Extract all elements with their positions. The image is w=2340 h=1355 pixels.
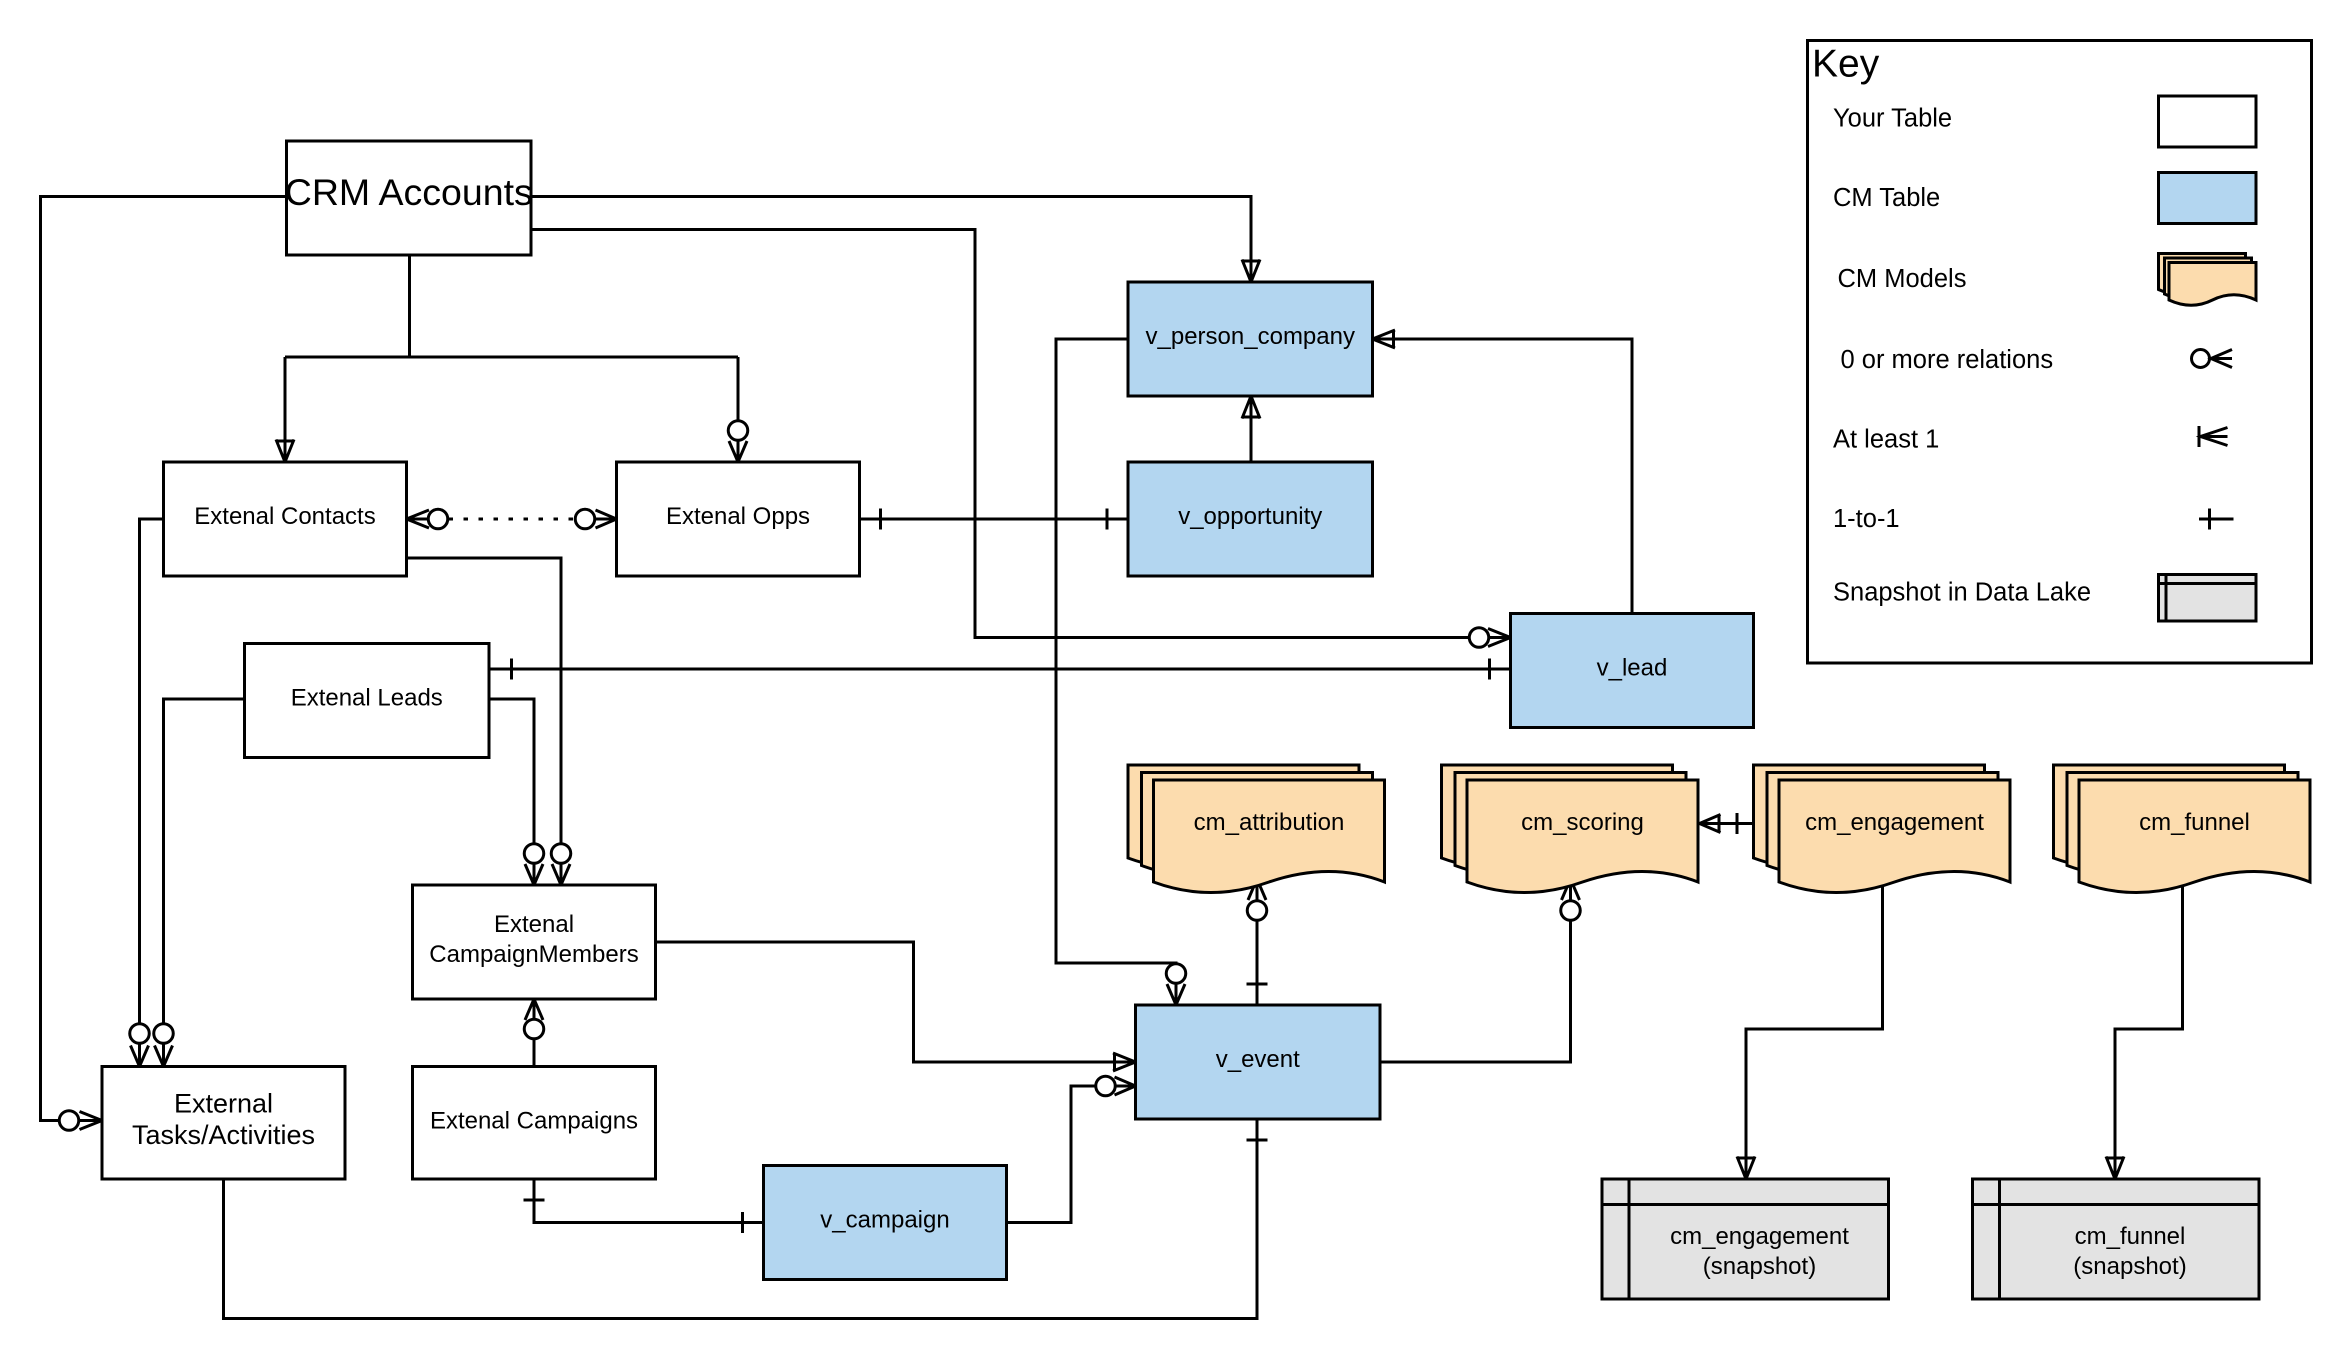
- zero-or-more-marker: [573, 507, 597, 531]
- zero-or-more-marker: [1094, 1074, 1117, 1098]
- cm-table-swatch: [2157, 171, 2258, 225]
- node-label: v_person_company: [1146, 323, 1355, 350]
- node-label: Extenal Contacts: [194, 503, 375, 530]
- zero-or-more-marker: [1559, 899, 1582, 922]
- zero-or-more-icon: [2190, 348, 2233, 369]
- edge-leads-campaign-members: [489, 697, 536, 885]
- node-extenal-campaign-members[interactable]: Extenal CampaignMembers: [411, 883, 657, 1001]
- snapshot-swatch: [2157, 573, 2258, 623]
- legend-item-label: At least 1: [1833, 426, 1939, 454]
- node-label-line2: (snapshot): [1703, 1253, 1816, 1280]
- one-to-one-icon: [2199, 508, 2234, 530]
- zero-or-more-marker: [1245, 899, 1269, 922]
- node-label: cm_scoring: [1521, 809, 1644, 836]
- node-label-line2: (snapshot): [2073, 1253, 2186, 1280]
- node-label: CRM Accounts: [285, 171, 533, 213]
- node-cm-funnel-snapshot[interactable]: cm_funnel (snapshot): [1971, 1177, 2261, 1301]
- zero-or-more-marker: [726, 419, 750, 442]
- edge-cm-funnel-snapshot: [2113, 882, 2184, 1179]
- one-to-one-marker: [510, 658, 1491, 680]
- node-label-line2: Tasks/Activities: [132, 1120, 315, 1150]
- node-extenal-opps[interactable]: Extenal Opps: [615, 460, 861, 578]
- edge-tasks-v-event: [222, 1119, 1259, 1320]
- edge-v-person-company-v-event: [1054, 337, 1178, 1005]
- cm-models-swatch: [2157, 252, 2258, 307]
- node-cm-engagement-snapshot[interactable]: cm_engagement (snapshot): [1600, 1177, 1890, 1301]
- node-cm-attribution[interactable]: cm_attribution: [1126, 763, 1386, 894]
- legend-title: Key: [1812, 42, 1880, 85]
- node-label-line2: CampaignMembers: [429, 941, 638, 968]
- node-cm-funnel[interactable]: cm_funnel: [2052, 763, 2312, 894]
- node-extenal-contacts[interactable]: Extenal Contacts: [162, 460, 408, 578]
- node-crm-accounts[interactable]: CRM Accounts: [285, 139, 533, 257]
- your-table-swatch: [2157, 94, 2258, 149]
- edge-crm-accounts-contacts-opps: [283, 255, 740, 462]
- zero-or-more-marker: [128, 1022, 151, 1045]
- legend-item-label: CM Table: [1833, 184, 1940, 212]
- edge-contacts-tasks: [138, 517, 164, 1067]
- edge-campaigns-v-campaign: [532, 1179, 764, 1224]
- node-label: cm_funnel: [2139, 809, 2250, 836]
- zero-or-more-marker: [426, 507, 450, 531]
- node-cm-engagement[interactable]: cm_engagement: [1752, 763, 2012, 894]
- node-v-campaign[interactable]: v_campaign: [762, 1164, 1008, 1281]
- zero-or-more-marker: [522, 1017, 546, 1041]
- node-label-line1: cm_funnel: [2075, 1223, 2186, 1250]
- legend-item-label: CM Models: [1838, 265, 1967, 293]
- edge-crm-accounts-v-lead: [531, 228, 1511, 639]
- zero-or-more-marker: [152, 1022, 175, 1045]
- node-label: Extenal Campaigns: [430, 1107, 638, 1134]
- node-label-line1: External: [174, 1089, 273, 1119]
- node-v-lead[interactable]: v_lead: [1509, 612, 1755, 729]
- legend-key: Key Your Table CM Table CM Models 0 or m…: [1806, 39, 2313, 665]
- zero-or-more-marker: [1164, 962, 1188, 985]
- node-v-event[interactable]: v_event: [1134, 1003, 1382, 1121]
- node-label: cm_engagement: [1805, 809, 1984, 836]
- legend-item-label: Snapshot in Data Lake: [1833, 579, 2091, 607]
- zero-or-more-marker: [57, 1109, 81, 1132]
- zero-or-more-marker: [1467, 626, 1491, 649]
- edge-v-campaign-v-event: [1006, 1084, 1136, 1224]
- node-label-line1: Extenal: [494, 911, 574, 938]
- one-to-one-marker: [879, 508, 1109, 530]
- node-v-opportunity[interactable]: v_opportunity: [1126, 460, 1374, 578]
- legend-item-label: Your Table: [1833, 105, 1952, 133]
- node-label: v_opportunity: [1178, 503, 1322, 530]
- edge-v-event-cm-scoring: [1380, 885, 1572, 1064]
- node-label: Extenal Opps: [666, 503, 810, 530]
- node-label: v_event: [1216, 1046, 1300, 1073]
- legend-item-label: 1-to-1: [1833, 505, 1900, 533]
- node-label: v_campaign: [820, 1206, 949, 1233]
- node-extenal-campaigns[interactable]: Extenal Campaigns: [411, 1065, 657, 1181]
- legend-item-label: 0 or more relations: [1841, 346, 2054, 374]
- at-least-one-icon: [2195, 426, 2228, 447]
- node-external-tasks-activities[interactable]: External Tasks/Activities: [100, 1065, 347, 1181]
- node-extenal-leads[interactable]: Extenal Leads: [243, 642, 491, 759]
- node-label-line1: cm_engagement: [1670, 1223, 1849, 1250]
- one-to-one-marker: [523, 1198, 744, 1233]
- edge-cm-engagement-snapshot: [1744, 882, 1884, 1179]
- edge-campaign-members-v-event: [655, 940, 1136, 1064]
- node-label: v_lead: [1597, 654, 1668, 681]
- node-v-person-company[interactable]: v_person_company: [1126, 280, 1374, 398]
- node-label: Extenal Leads: [291, 684, 443, 711]
- edge-leads-tasks: [162, 697, 245, 1067]
- zero-or-more-marker: [522, 842, 546, 865]
- edge-crm-accounts-v-person-company: [531, 195, 1253, 282]
- node-cm-scoring[interactable]: cm_scoring: [1440, 763, 1700, 894]
- edge-contacts-campaign-members: [406, 556, 563, 885]
- zero-or-more-marker: [549, 842, 573, 865]
- edge-v-lead-v-person-company: [1372, 337, 1634, 614]
- node-label: cm_attribution: [1194, 809, 1345, 836]
